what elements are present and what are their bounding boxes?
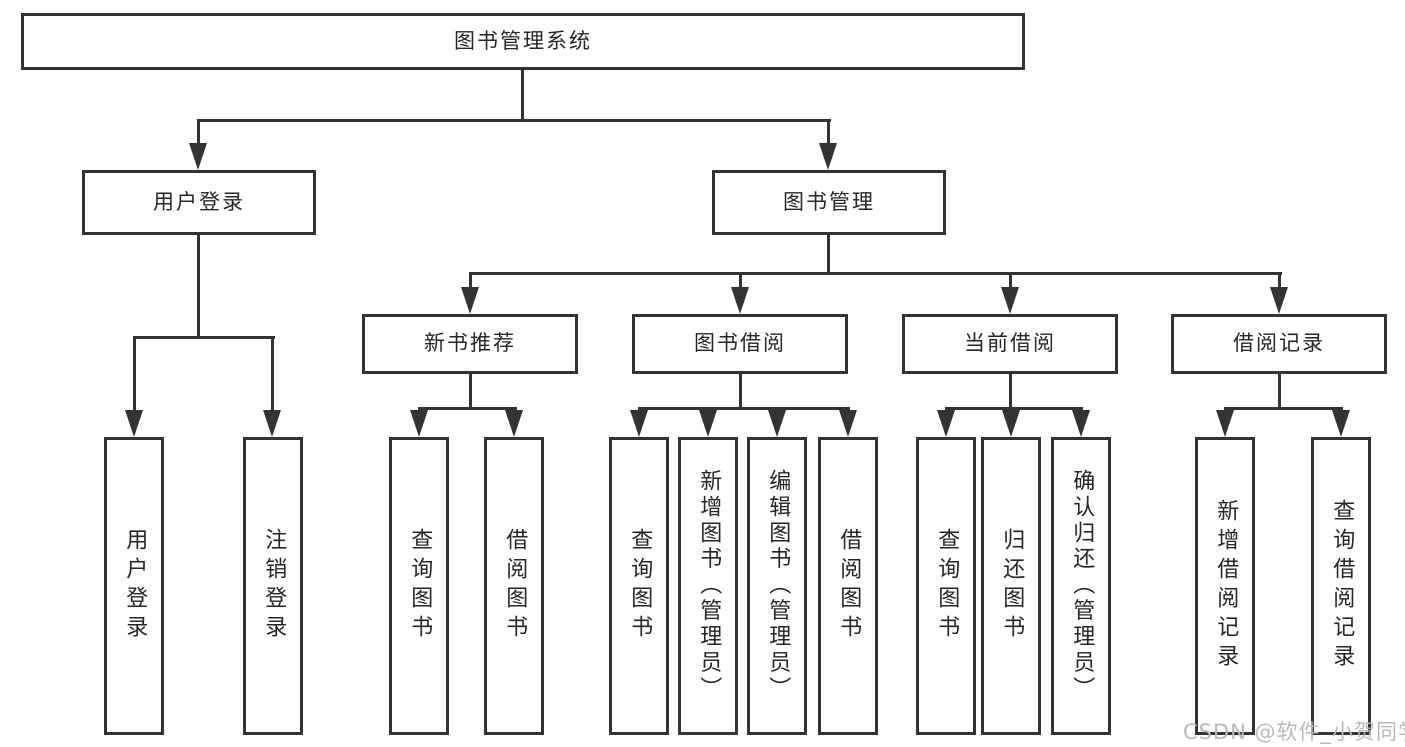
node-leaf-logout: 注销登录 bbox=[243, 437, 303, 735]
arrowhead-bb-borrow bbox=[839, 410, 857, 437]
connector-book-management-trunk bbox=[827, 235, 830, 275]
leaf-bb-add-book-label: 新增图书（管理员） bbox=[696, 469, 722, 703]
connector-user-login-bus bbox=[133, 336, 275, 339]
connector-drop-new-book bbox=[469, 275, 472, 289]
node-borrow-records-label: 借阅记录 bbox=[1233, 331, 1325, 356]
leaf-bb-query-book-label: 查询图书 bbox=[627, 527, 653, 645]
node-leaf-user-login: 用户登录 bbox=[104, 437, 164, 735]
node-book-management-label: 图书管理 bbox=[783, 189, 875, 214]
connector-borrow-records-bus bbox=[1224, 407, 1343, 410]
connector-drop-user-login bbox=[197, 122, 200, 145]
leaf-nb-borrow-book-label: 借阅图书 bbox=[502, 527, 528, 645]
connector-drop-current-borrow bbox=[1009, 275, 1012, 289]
connector-current-borrow-trunk bbox=[1009, 374, 1012, 410]
arrowhead-leaf-logout bbox=[263, 410, 281, 437]
node-leaf-bb-add-book: 新增图书（管理员） bbox=[678, 437, 738, 735]
connector-drop-leaf-login bbox=[133, 339, 136, 411]
arrowhead-bb-add bbox=[699, 410, 717, 437]
connector-drop-borrow-records bbox=[1278, 275, 1281, 289]
connector-drop-book-management bbox=[827, 122, 830, 145]
connector-book-borrow-trunk bbox=[739, 374, 742, 410]
node-user-login: 用户登录 bbox=[82, 170, 316, 235]
node-leaf-cb-query-book: 查询图书 bbox=[916, 437, 976, 735]
arrowhead-nb-query bbox=[410, 410, 428, 437]
node-user-login-label: 用户登录 bbox=[153, 189, 245, 214]
arrowhead-nb-borrow bbox=[505, 410, 523, 437]
leaf-br-add-record-label: 新增借阅记录 bbox=[1213, 498, 1239, 674]
connector-new-book-bus bbox=[418, 407, 517, 410]
node-leaf-cb-confirm-return: 确认归还（管理员） bbox=[1051, 437, 1111, 735]
arrowhead-new-book bbox=[461, 287, 479, 314]
connector-drop-book-borrow bbox=[739, 275, 742, 289]
node-current-borrow-label: 当前借阅 bbox=[964, 331, 1056, 356]
node-root-label: 图书管理系统 bbox=[454, 28, 592, 53]
connector-user-login-trunk bbox=[197, 235, 200, 339]
connector-root-bus bbox=[197, 119, 831, 122]
arrowhead-br-query bbox=[1332, 410, 1350, 437]
node-book-borrow-label: 图书借阅 bbox=[694, 331, 786, 356]
node-new-book-recommend: 新书推荐 bbox=[362, 314, 578, 374]
leaf-br-query-record-label: 查询借阅记录 bbox=[1329, 498, 1355, 674]
leaf-user-login-label: 用户登录 bbox=[122, 527, 148, 645]
arrowhead-bb-query bbox=[630, 410, 648, 437]
connector-current-borrow-bus bbox=[945, 407, 1083, 410]
node-leaf-nb-borrow-book: 借阅图书 bbox=[484, 437, 544, 735]
leaf-cb-query-book-label: 查询图书 bbox=[934, 527, 960, 645]
node-leaf-bb-edit-book: 编辑图书（管理员） bbox=[747, 437, 807, 735]
node-leaf-nb-query-book: 查询图书 bbox=[389, 437, 449, 735]
node-book-management: 图书管理 bbox=[712, 170, 946, 235]
connector-book-management-bus bbox=[469, 272, 1282, 275]
arrowhead-borrow-records bbox=[1270, 287, 1288, 314]
node-leaf-bb-borrow-book: 借阅图书 bbox=[818, 437, 878, 735]
csdn-watermark: CSDN @软件_小贺同学 bbox=[1183, 720, 1405, 744]
node-leaf-br-add-record: 新增借阅记录 bbox=[1195, 437, 1255, 735]
arrowhead-br-add bbox=[1216, 410, 1234, 437]
node-leaf-br-query-record: 查询借阅记录 bbox=[1311, 437, 1371, 735]
leaf-cb-confirm-return-label: 确认归还（管理员） bbox=[1069, 469, 1095, 703]
leaf-bb-edit-book-label: 编辑图书（管理员） bbox=[765, 469, 791, 703]
arrowhead-book-borrow bbox=[731, 287, 749, 314]
arrowhead-current-borrow bbox=[1001, 287, 1019, 314]
arrowhead-cb-confirm bbox=[1072, 410, 1090, 437]
node-book-borrow: 图书借阅 bbox=[632, 314, 848, 374]
leaf-bb-borrow-book-label: 借阅图书 bbox=[836, 527, 862, 645]
arrowhead-cb-return bbox=[1002, 410, 1020, 437]
arrowhead-bb-edit bbox=[768, 410, 786, 437]
node-current-borrow: 当前借阅 bbox=[902, 314, 1118, 374]
connector-book-borrow-bus bbox=[638, 407, 850, 410]
arrowhead-leaf-login bbox=[125, 410, 143, 437]
leaf-nb-query-book-label: 查询图书 bbox=[407, 527, 433, 645]
connector-root-trunk bbox=[521, 70, 524, 122]
arrowhead-book-management bbox=[819, 143, 837, 170]
arrowhead-cb-query bbox=[937, 410, 955, 437]
connector-drop-leaf-logout bbox=[271, 339, 274, 411]
leaf-logout-label: 注销登录 bbox=[261, 527, 287, 645]
connector-new-book-trunk bbox=[469, 374, 472, 410]
connector-borrow-records-trunk bbox=[1278, 374, 1281, 410]
node-borrow-records: 借阅记录 bbox=[1171, 314, 1387, 374]
node-leaf-bb-query-book: 查询图书 bbox=[609, 437, 669, 735]
arrowhead-user-login bbox=[189, 143, 207, 170]
node-new-book-recommend-label: 新书推荐 bbox=[424, 331, 516, 356]
leaf-cb-return-book-label: 归还图书 bbox=[999, 527, 1025, 645]
node-root: 图书管理系统 bbox=[21, 13, 1025, 70]
node-leaf-cb-return-book: 归还图书 bbox=[981, 437, 1041, 735]
